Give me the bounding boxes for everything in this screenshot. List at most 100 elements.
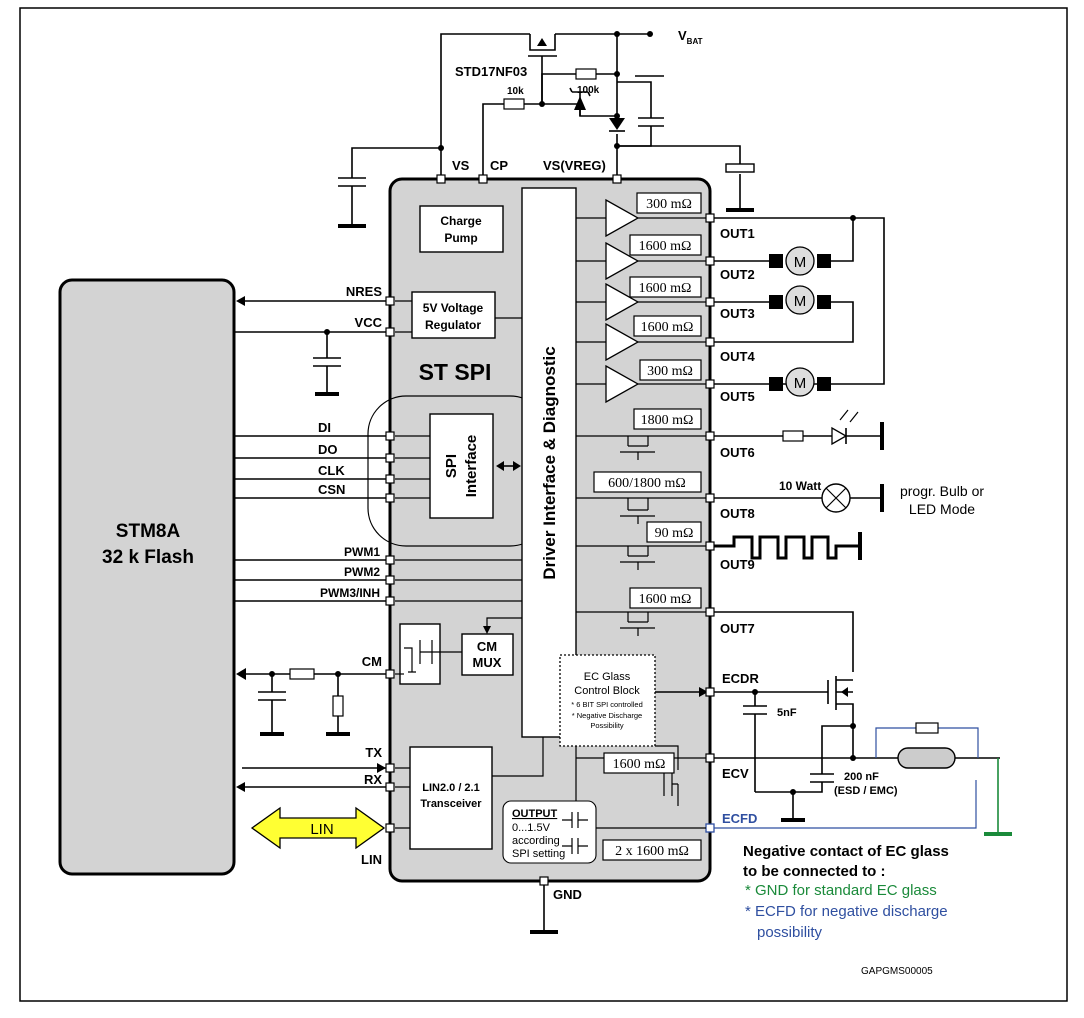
motor1-label: M [794,254,807,271]
r100k-label: 100k [577,85,600,96]
pin-out4 [705,337,715,347]
tx-arrow [377,763,386,773]
cp-wire [482,73,617,176]
label-out6: OUT6 [720,445,755,460]
rlabel-box-3 [629,276,702,298]
pin-di [385,431,395,441]
vbat-node [647,31,653,37]
zener-return [579,110,617,117]
rlabel-out7: 1600 mΩ [639,592,692,607]
label-out1: OUT1 [720,226,755,241]
pin-pwm2 [385,575,395,585]
rlabel-box-8 [646,521,702,543]
output-range: 0...1.5V [512,822,551,834]
regulator-label-2: Regulator [425,318,481,332]
nres-arrow [236,296,245,306]
cm-arrow [236,668,246,680]
led-resistor [782,430,804,442]
cap200-wire [755,725,853,820]
cm-mux-block [461,633,514,676]
motor2 [785,285,815,315]
charge-pump-label-2: Pump [444,231,477,245]
spi-arrow-right [513,461,521,471]
rlabel-out5: 300 mΩ [647,364,693,379]
motor3-label: M [794,375,807,392]
pwm-waveform [714,535,858,560]
right-pin-labels: OUT1 OUT2 OUT3 OUT4 OUT5 OUT6 OUT8 OUT9 … [553,226,759,902]
ec-glass-label-1: EC Glass [584,671,631,683]
ec-glass-element [897,747,956,769]
rlabel-gnd: 2 x 1600 mΩ [615,844,689,859]
note-title-2: to be connected to : [743,863,886,880]
mcu-flash: 32 k Flash [102,547,194,568]
rlabel-box-4 [633,315,702,337]
pin-csn [385,493,395,503]
driver-inputs [576,217,606,385]
lin-transceiver-block [409,746,493,850]
rlabel-out6: 1800 mΩ [641,413,694,428]
cap200-label-1: 200 nF [844,771,879,783]
led-load [714,409,884,450]
lin-transceiver-label-1: LIN2.0 / 2.1 [422,782,479,794]
motor-loads: M M M [714,215,885,397]
ec-glass-network [714,611,1012,836]
pin-pwm1 [385,555,395,565]
cm-resistor [289,668,315,680]
mosfet-arrow [537,38,547,46]
cap-ground-node [790,789,796,795]
cm-shunt-resistor [332,695,344,717]
pin-tx [385,763,395,773]
rx-arrow [236,782,245,792]
motor2-wire [714,301,854,343]
ec-glass-label-2: Control Block [574,685,640,697]
pin-rx [385,782,395,792]
ec-bypass-resistor [915,722,939,734]
label-di: DI [318,420,331,435]
switch-out6 [576,435,706,460]
left-pins [385,296,395,833]
label-cm: CM [362,654,382,669]
rlabel-box-5 [639,359,702,381]
resistor-100k [575,68,597,80]
note-title-1: Negative contact of EC glass [743,843,949,860]
diode-node [614,113,620,119]
r10k-label: 10k [507,86,524,97]
cm-mux-label-1: CM [477,639,497,654]
switch-out9 [576,545,706,570]
rlabel-box-6 [633,408,702,430]
cm-switch-symbol [404,640,462,673]
label-out5: OUT5 [720,389,755,404]
ecv-wire [714,716,1000,759]
zener-diode [574,96,586,110]
vbat-label: VBAT [678,28,703,46]
pin-out5 [705,379,715,389]
switch-out7 [576,611,706,636]
lin-inner-wires [395,767,410,829]
label-out9: OUT9 [720,557,755,572]
mcu-name: STM8A [116,521,181,542]
rlabel-out8: 600/1800 mΩ [608,476,686,491]
pin-nres [385,296,395,306]
label-tx: TX [365,745,382,760]
label-out4: OUT4 [720,349,755,364]
pin-ecdr [705,687,715,697]
spi-label: SPI [443,454,460,478]
motor3-brush-a [769,377,783,391]
label-pwm2: PWM2 [344,565,380,579]
lamp-cross [825,487,847,509]
motor3-brush-b [817,377,831,391]
label-out3: OUT3 [720,306,755,321]
lin-transceiver-label-2: Transceiver [420,798,482,810]
left-pin-labels: NRES VCC DI DO CLK CSN PWM1 PWM2 PWM3/IN… [318,284,383,867]
ecdr-arrow [699,687,708,697]
pin-out6 [705,431,715,441]
lamp-mode-2: LED Mode [909,501,975,517]
pin-out1 [705,213,715,223]
label-gnd: GND [553,887,582,902]
stm8a-mcu [58,278,236,876]
label-ecdr: ECDR [722,671,759,686]
pin-vsreg [612,174,622,184]
label-ecfd: ECFD [722,811,757,826]
resistance-labels: 300 mΩ 1600 mΩ 1600 mΩ 1600 mΩ 300 mΩ 18… [593,192,702,861]
label-rx: RX [364,772,382,787]
